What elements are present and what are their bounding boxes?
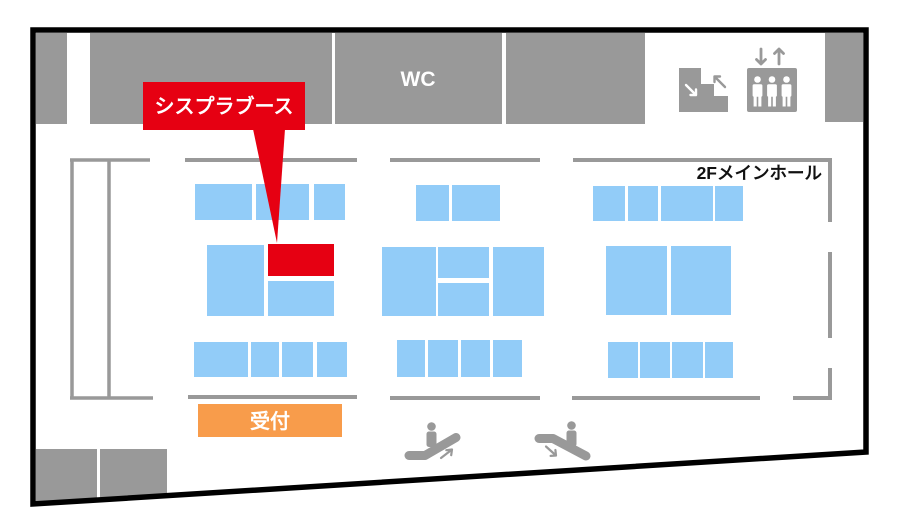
boundary-line	[573, 158, 832, 222]
callout-box	[143, 82, 305, 130]
elevator-up-arrow	[773, 47, 785, 66]
wall-block	[506, 33, 645, 124]
booth	[416, 185, 449, 221]
booth	[194, 342, 248, 377]
booth	[461, 340, 490, 377]
escalator-up-icon	[404, 422, 461, 460]
booth	[593, 186, 625, 221]
stairs-up-arrow	[713, 75, 727, 89]
callout-label: シスプラブース	[155, 94, 294, 118]
wall-block	[825, 33, 863, 122]
escalator-person-body	[566, 430, 577, 447]
elevator-icon	[747, 47, 797, 112]
escalator-down-arrow	[544, 445, 558, 457]
wc-label: WC	[401, 68, 436, 91]
wall-block-bottom-left	[100, 449, 167, 499]
booth	[672, 342, 703, 378]
stairs-icon	[679, 68, 728, 112]
escalator-person-head	[427, 422, 436, 431]
elevator-people	[752, 76, 792, 107]
escalator-down-icon	[534, 421, 591, 461]
booth-callout: シスプラブース	[143, 82, 305, 243]
highlighted-booth	[268, 244, 334, 276]
escalator-ramp	[534, 434, 591, 461]
booth	[715, 186, 743, 221]
booth	[493, 340, 522, 377]
reception-label: 受付	[250, 409, 290, 433]
left-wall	[70, 158, 153, 400]
wall-block	[36, 33, 67, 124]
stairs-steps	[679, 68, 728, 112]
booth	[608, 342, 638, 378]
booth	[207, 245, 264, 316]
stairs-down-arrow	[684, 83, 698, 97]
booth	[256, 184, 309, 220]
booth	[317, 342, 347, 377]
escalator-ramp	[404, 433, 461, 460]
booth	[661, 186, 713, 221]
booth	[382, 247, 436, 316]
booth	[195, 184, 252, 220]
booth	[606, 246, 667, 315]
booth	[452, 185, 500, 221]
booth	[282, 342, 313, 377]
callout-pointer	[253, 129, 285, 243]
reception-box	[198, 404, 342, 437]
reception: 受付	[198, 404, 342, 437]
booth	[628, 186, 658, 221]
booth	[640, 342, 670, 378]
booth	[705, 342, 733, 378]
booth	[438, 247, 489, 278]
escalator-up-arrow	[439, 448, 454, 460]
booths	[194, 184, 743, 378]
hall-outline	[30, 27, 869, 507]
elevator-down-arrow	[755, 47, 767, 66]
booth	[251, 342, 279, 377]
wall-block-bottom-left	[36, 449, 97, 503]
booth	[397, 340, 425, 377]
booth	[314, 184, 345, 220]
escalator-person-body	[426, 431, 437, 447]
boundary-line	[793, 368, 832, 400]
wc-block	[335, 33, 502, 124]
booth	[428, 340, 458, 377]
booth	[438, 283, 489, 316]
booth	[268, 281, 334, 316]
wall-blocks	[36, 33, 863, 503]
hall-label: 2Fメインホール	[697, 163, 823, 183]
booth	[671, 246, 731, 315]
booth	[493, 247, 544, 316]
escalator-person-head	[567, 421, 576, 430]
